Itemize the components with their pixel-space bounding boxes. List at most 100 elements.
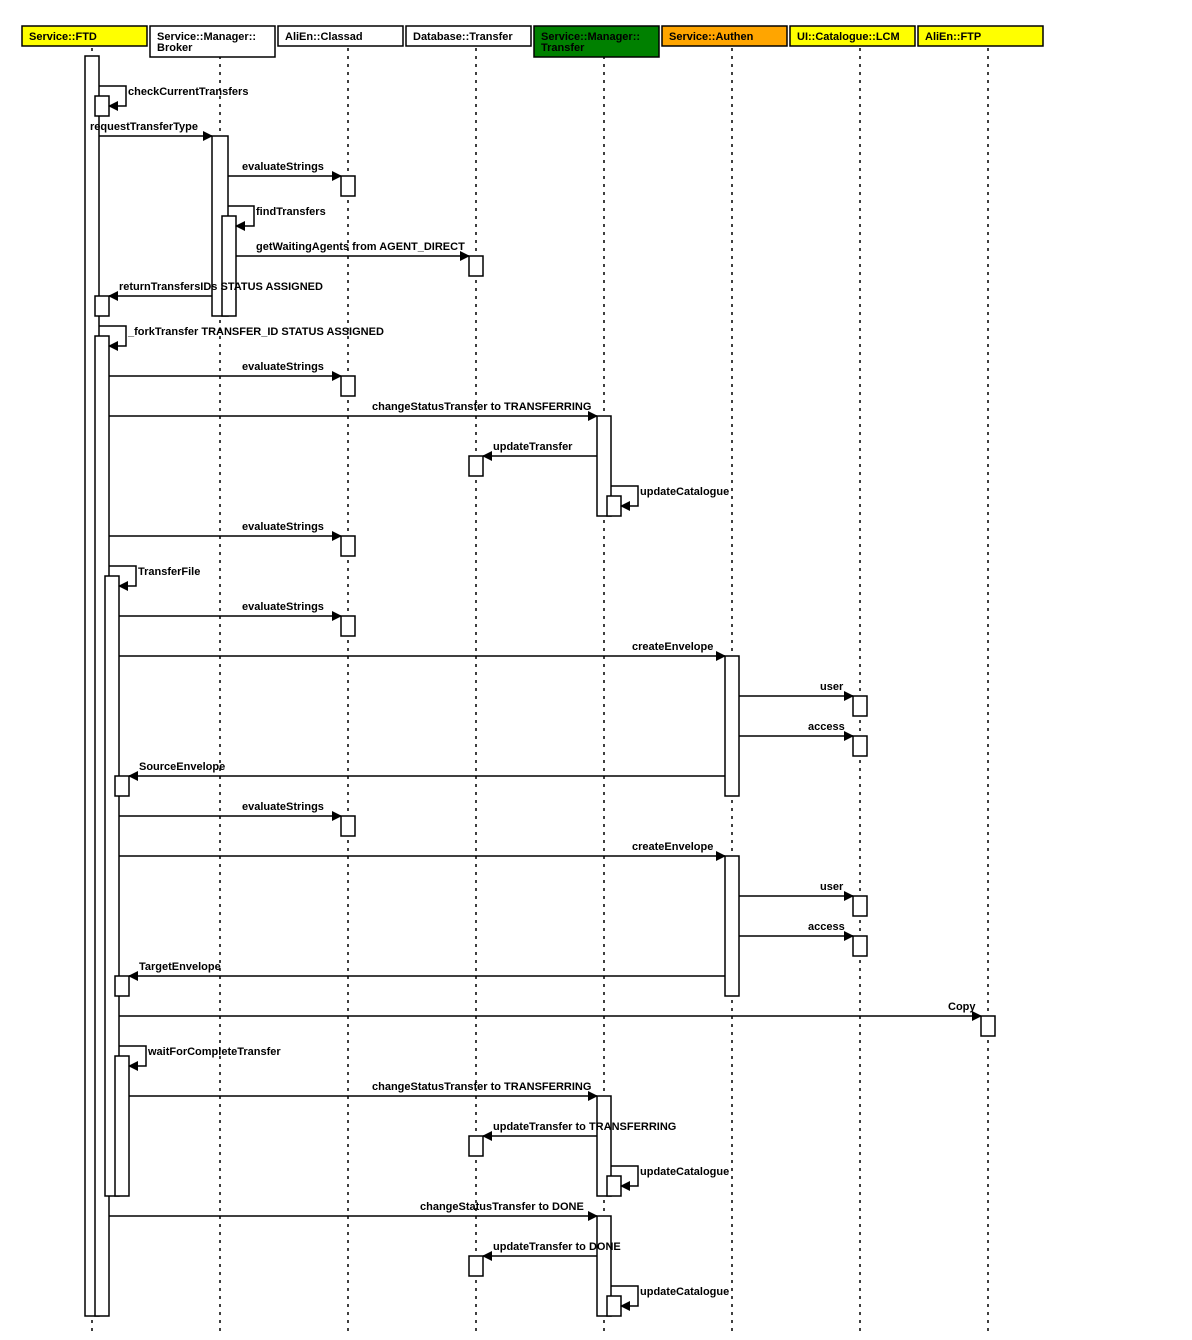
participant-service-manager-broker: Service::Manager::Broker bbox=[149, 25, 276, 58]
message-checkcurrenttransfers: checkCurrentTransfers bbox=[99, 85, 248, 111]
participant-box bbox=[789, 25, 916, 47]
participant-box bbox=[533, 25, 660, 58]
message-label: updateCatalogue bbox=[640, 486, 729, 498]
message-label: createEnvelope bbox=[632, 841, 713, 853]
activation-box bbox=[852, 735, 868, 757]
message-getwaitingagents-from-agent-direct: getWaitingAgents from AGENT_DIRECT bbox=[236, 241, 470, 261]
message-label: updateTransfer to TRANSFERRING bbox=[493, 1121, 676, 1133]
message-label: updateTransfer bbox=[493, 441, 573, 453]
participant-service-authen: Service::Authen bbox=[661, 25, 788, 47]
message-arrow bbox=[228, 205, 255, 231]
activation-box bbox=[94, 95, 110, 117]
activation-box bbox=[340, 175, 356, 197]
message-copy: Copy bbox=[119, 1001, 982, 1021]
message-label: changeStatusTransfer to TRANSFERRING bbox=[372, 401, 591, 413]
participant-label: Service::Authen bbox=[669, 31, 754, 43]
message-updatecatalogue: updateCatalogue bbox=[611, 1165, 729, 1191]
message-arrow bbox=[611, 1165, 639, 1191]
activation-box bbox=[852, 895, 868, 917]
message-updatetransfer-to-transferring: updateTransfer to TRANSFERRING bbox=[482, 1121, 676, 1141]
message-evaluatestrings: evaluateStrings bbox=[119, 801, 342, 821]
participant-alien-ftp: AliEn::FTP bbox=[917, 25, 1044, 47]
activation-box bbox=[852, 935, 868, 957]
participant-database-transfer: Database::Transfer bbox=[405, 25, 532, 47]
participant-box bbox=[917, 25, 1044, 47]
message-changestatustransfer-to-transferring: changeStatusTransfer to TRANSFERRING bbox=[109, 401, 598, 421]
participant-label: UI::Catalogue::LCM bbox=[797, 31, 900, 43]
participant-box bbox=[405, 25, 532, 47]
message-createenvelope: createEnvelope bbox=[119, 841, 726, 861]
message-evaluatestrings: evaluateStrings bbox=[109, 361, 342, 381]
participant-label: AliEn::FTP bbox=[925, 31, 981, 43]
participant-label: Transfer bbox=[541, 42, 585, 54]
message-label: TargetEnvelope bbox=[139, 961, 221, 973]
participant-box bbox=[21, 25, 148, 47]
activation-box bbox=[114, 775, 130, 797]
message-returntransfersids-status-assigned: returnTransfersIDs STATUS ASSIGNED bbox=[108, 281, 323, 301]
activation-box bbox=[114, 975, 130, 997]
participant-label: Service::Manager:: bbox=[541, 31, 640, 43]
activation-box bbox=[852, 695, 868, 717]
message-evaluatestrings: evaluateStrings bbox=[228, 161, 342, 181]
participant-ui-catalogue-lcm: UI::Catalogue::LCM bbox=[789, 25, 916, 47]
activation-box bbox=[468, 1255, 484, 1277]
participant-box bbox=[149, 25, 276, 58]
message-sourceenvelope: SourceEnvelope bbox=[128, 761, 725, 781]
message-label: evaluateStrings bbox=[242, 161, 324, 173]
message-label: evaluateStrings bbox=[242, 361, 324, 373]
participant-label: Service::Manager:: bbox=[157, 31, 256, 43]
message-arrow bbox=[611, 1285, 639, 1311]
message-label: createEnvelope bbox=[632, 641, 713, 653]
message-label: updateTransfer to DONE bbox=[493, 1241, 621, 1253]
message-updatecatalogue: updateCatalogue bbox=[611, 485, 729, 511]
message-label: getWaitingAgents from AGENT_DIRECT bbox=[256, 241, 465, 253]
participant-alien-classad: AliEn::Classad bbox=[277, 25, 404, 47]
message-label: _forkTransfer TRANSFER_ID STATUS ASSIGNE… bbox=[127, 326, 384, 338]
message-label: requestTransferType bbox=[90, 121, 198, 133]
message-label: TransferFile bbox=[138, 566, 200, 578]
activation-box bbox=[340, 615, 356, 637]
message-user: user bbox=[739, 881, 854, 901]
message-transferfile: TransferFile bbox=[109, 565, 200, 591]
activation-box bbox=[596, 1215, 612, 1317]
message-requesttransfertype: requestTransferType bbox=[90, 121, 213, 141]
message-label: evaluateStrings bbox=[242, 801, 324, 813]
message-label: updateCatalogue bbox=[640, 1166, 729, 1178]
message-updatecatalogue: updateCatalogue bbox=[611, 1285, 729, 1311]
message-label: changeStatusTransfer to DONE bbox=[420, 1201, 584, 1213]
message-label: SourceEnvelope bbox=[139, 761, 225, 773]
message-user: user bbox=[739, 681, 854, 701]
message-evaluatestrings: evaluateStrings bbox=[109, 521, 342, 541]
message-updatetransfer: updateTransfer bbox=[482, 441, 597, 461]
message-label: returnTransfersIDs STATUS ASSIGNED bbox=[119, 281, 323, 293]
participant-label: AliEn::Classad bbox=[285, 31, 363, 43]
message-createenvelope: createEnvelope bbox=[119, 641, 726, 661]
participant-label: Database::Transfer bbox=[413, 31, 513, 43]
message-arrow bbox=[99, 85, 127, 111]
message-waitforcompletetransfer: waitForCompleteTransfer bbox=[119, 1045, 281, 1071]
participant-label: Service::FTD bbox=[29, 31, 97, 43]
message-label: evaluateStrings bbox=[242, 521, 324, 533]
message-label: checkCurrentTransfers bbox=[128, 86, 248, 98]
message-changestatustransfer-to-done: changeStatusTransfer to DONE bbox=[109, 1201, 598, 1221]
message-arrow bbox=[611, 485, 639, 511]
activation-box bbox=[606, 1295, 622, 1317]
activation-box bbox=[468, 1135, 484, 1157]
message-label: Copy bbox=[948, 1001, 976, 1013]
activation-box bbox=[724, 855, 740, 997]
participant-box bbox=[661, 25, 788, 47]
activation-box bbox=[340, 535, 356, 557]
participant-service-ftd: Service::FTD bbox=[21, 25, 148, 47]
participant-box bbox=[277, 25, 404, 47]
activation-box bbox=[980, 1015, 996, 1037]
activation-box bbox=[114, 1055, 130, 1197]
activation-box bbox=[104, 575, 120, 1197]
message-label: changeStatusTransfer to TRANSFERRING bbox=[372, 1081, 591, 1093]
message-access: access bbox=[739, 721, 854, 741]
activation-box bbox=[468, 455, 484, 477]
message-label: access bbox=[808, 921, 845, 933]
activation-box bbox=[596, 415, 612, 517]
message-label: waitForCompleteTransfer bbox=[147, 1046, 281, 1058]
activation-box bbox=[606, 495, 622, 517]
